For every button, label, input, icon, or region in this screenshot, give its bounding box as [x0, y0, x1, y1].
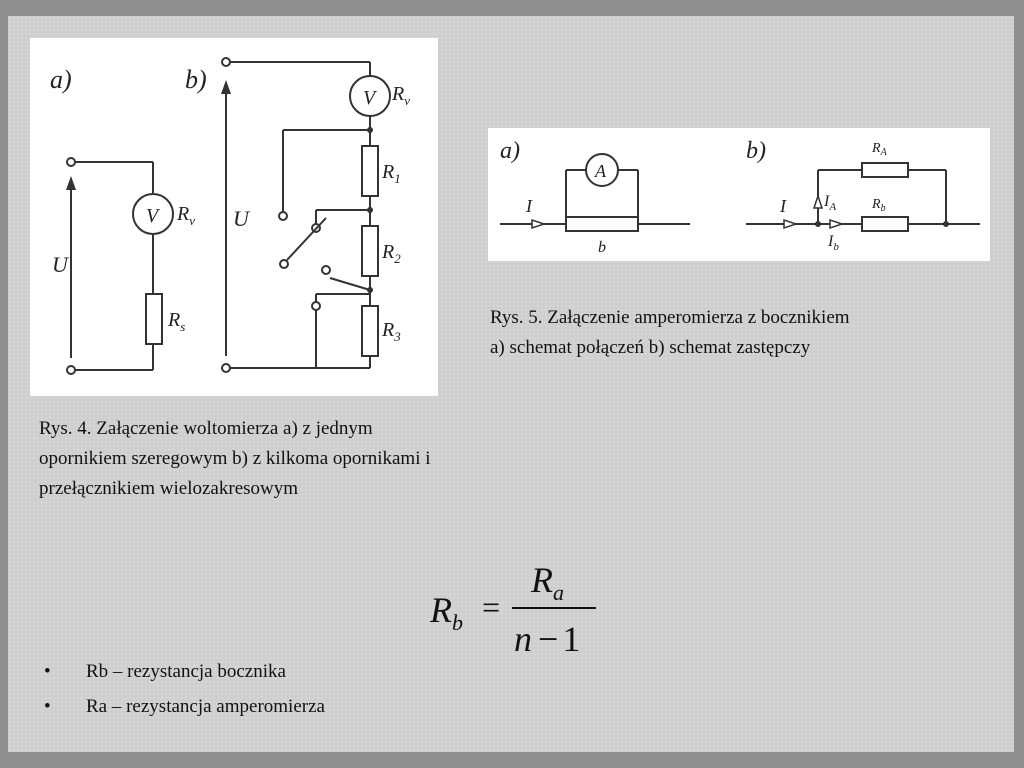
ib-label: Ib [827, 233, 839, 253]
terminal-b-bottom [221, 363, 231, 373]
r3-label: R3 [381, 319, 401, 344]
voltmeter-a-label: V [146, 205, 161, 227]
terminal-b-top [221, 57, 231, 67]
switch-contact-1 [278, 211, 288, 221]
resistor-rb [861, 216, 909, 232]
shunt-b-label: b [598, 239, 606, 256]
current-i-a-label: I [525, 196, 533, 216]
resistor-ra [861, 162, 909, 178]
rv-b-label: Rv [391, 83, 410, 108]
resistor-rs [145, 293, 163, 345]
rb-label: Rb [871, 197, 886, 214]
voltmeter-b-label: V [363, 87, 378, 109]
caption-figure-5-line1: Rys. 5. Załączenie amperomierza z boczni… [490, 307, 850, 328]
u-b-label: U [233, 206, 251, 231]
formula-lhs: Rb [429, 590, 463, 635]
terminal-a-bottom [66, 365, 76, 375]
resistor-r3 [361, 305, 379, 357]
fig5-label-b: b) [746, 138, 766, 164]
resistor-r2 [361, 225, 379, 277]
r2-label: R2 [381, 241, 401, 266]
list-item: Rb – rezystancja bocznika [44, 654, 325, 689]
caption-figure-4: Rys. 4. Załączenie woltomierza a) z jedn… [39, 418, 431, 499]
formula-eq: = [480, 589, 502, 625]
rs-label: Rs [167, 309, 185, 334]
fig5-label-a: a) [500, 138, 520, 164]
figure-5-ammeter-shunt: a) b) I b A I RA [488, 128, 990, 261]
shunt-b [565, 216, 639, 232]
figure-4-voltmeter-circuits: a) b) V Rv Rs U V Rv [30, 38, 438, 396]
ammeter-a [585, 153, 619, 187]
formula-numerator: Ra [530, 560, 564, 605]
r1-label: R1 [381, 161, 401, 186]
fig4-label-b: b) [185, 65, 207, 94]
switch-pivot [279, 259, 289, 269]
slide: a) b) V Rv Rs U V Rv [8, 16, 1014, 752]
current-i-b-label: I [779, 196, 787, 216]
rv-a-label: Rv [176, 203, 195, 228]
switch-contact-3 [321, 265, 331, 275]
resistor-r1 [361, 145, 379, 197]
ammeter-a-label: A [594, 161, 607, 181]
terminal-a-top [66, 157, 76, 167]
caption-figure-5-line2: a) schemat połączeń b) schemat zastępczy [490, 337, 811, 358]
legend-list: Rb – rezystancja bocznika Ra – rezystanc… [44, 654, 325, 724]
switch-contact-4 [311, 301, 321, 311]
ia-label: IA [823, 193, 836, 213]
formula-denominator: n−1 [514, 619, 580, 656]
list-item: Ra – rezystancja amperomierza [44, 689, 325, 724]
shunt-formula: Rb = Ra n−1 [429, 560, 596, 656]
u-a-label: U [52, 252, 70, 277]
switch-arm [286, 217, 327, 261]
ra-label: RA [871, 141, 888, 158]
fig4-label-a: a) [50, 65, 72, 94]
caption-figure-5: Rys. 5. Załączenie amperomierza z boczni… [490, 303, 1000, 363]
